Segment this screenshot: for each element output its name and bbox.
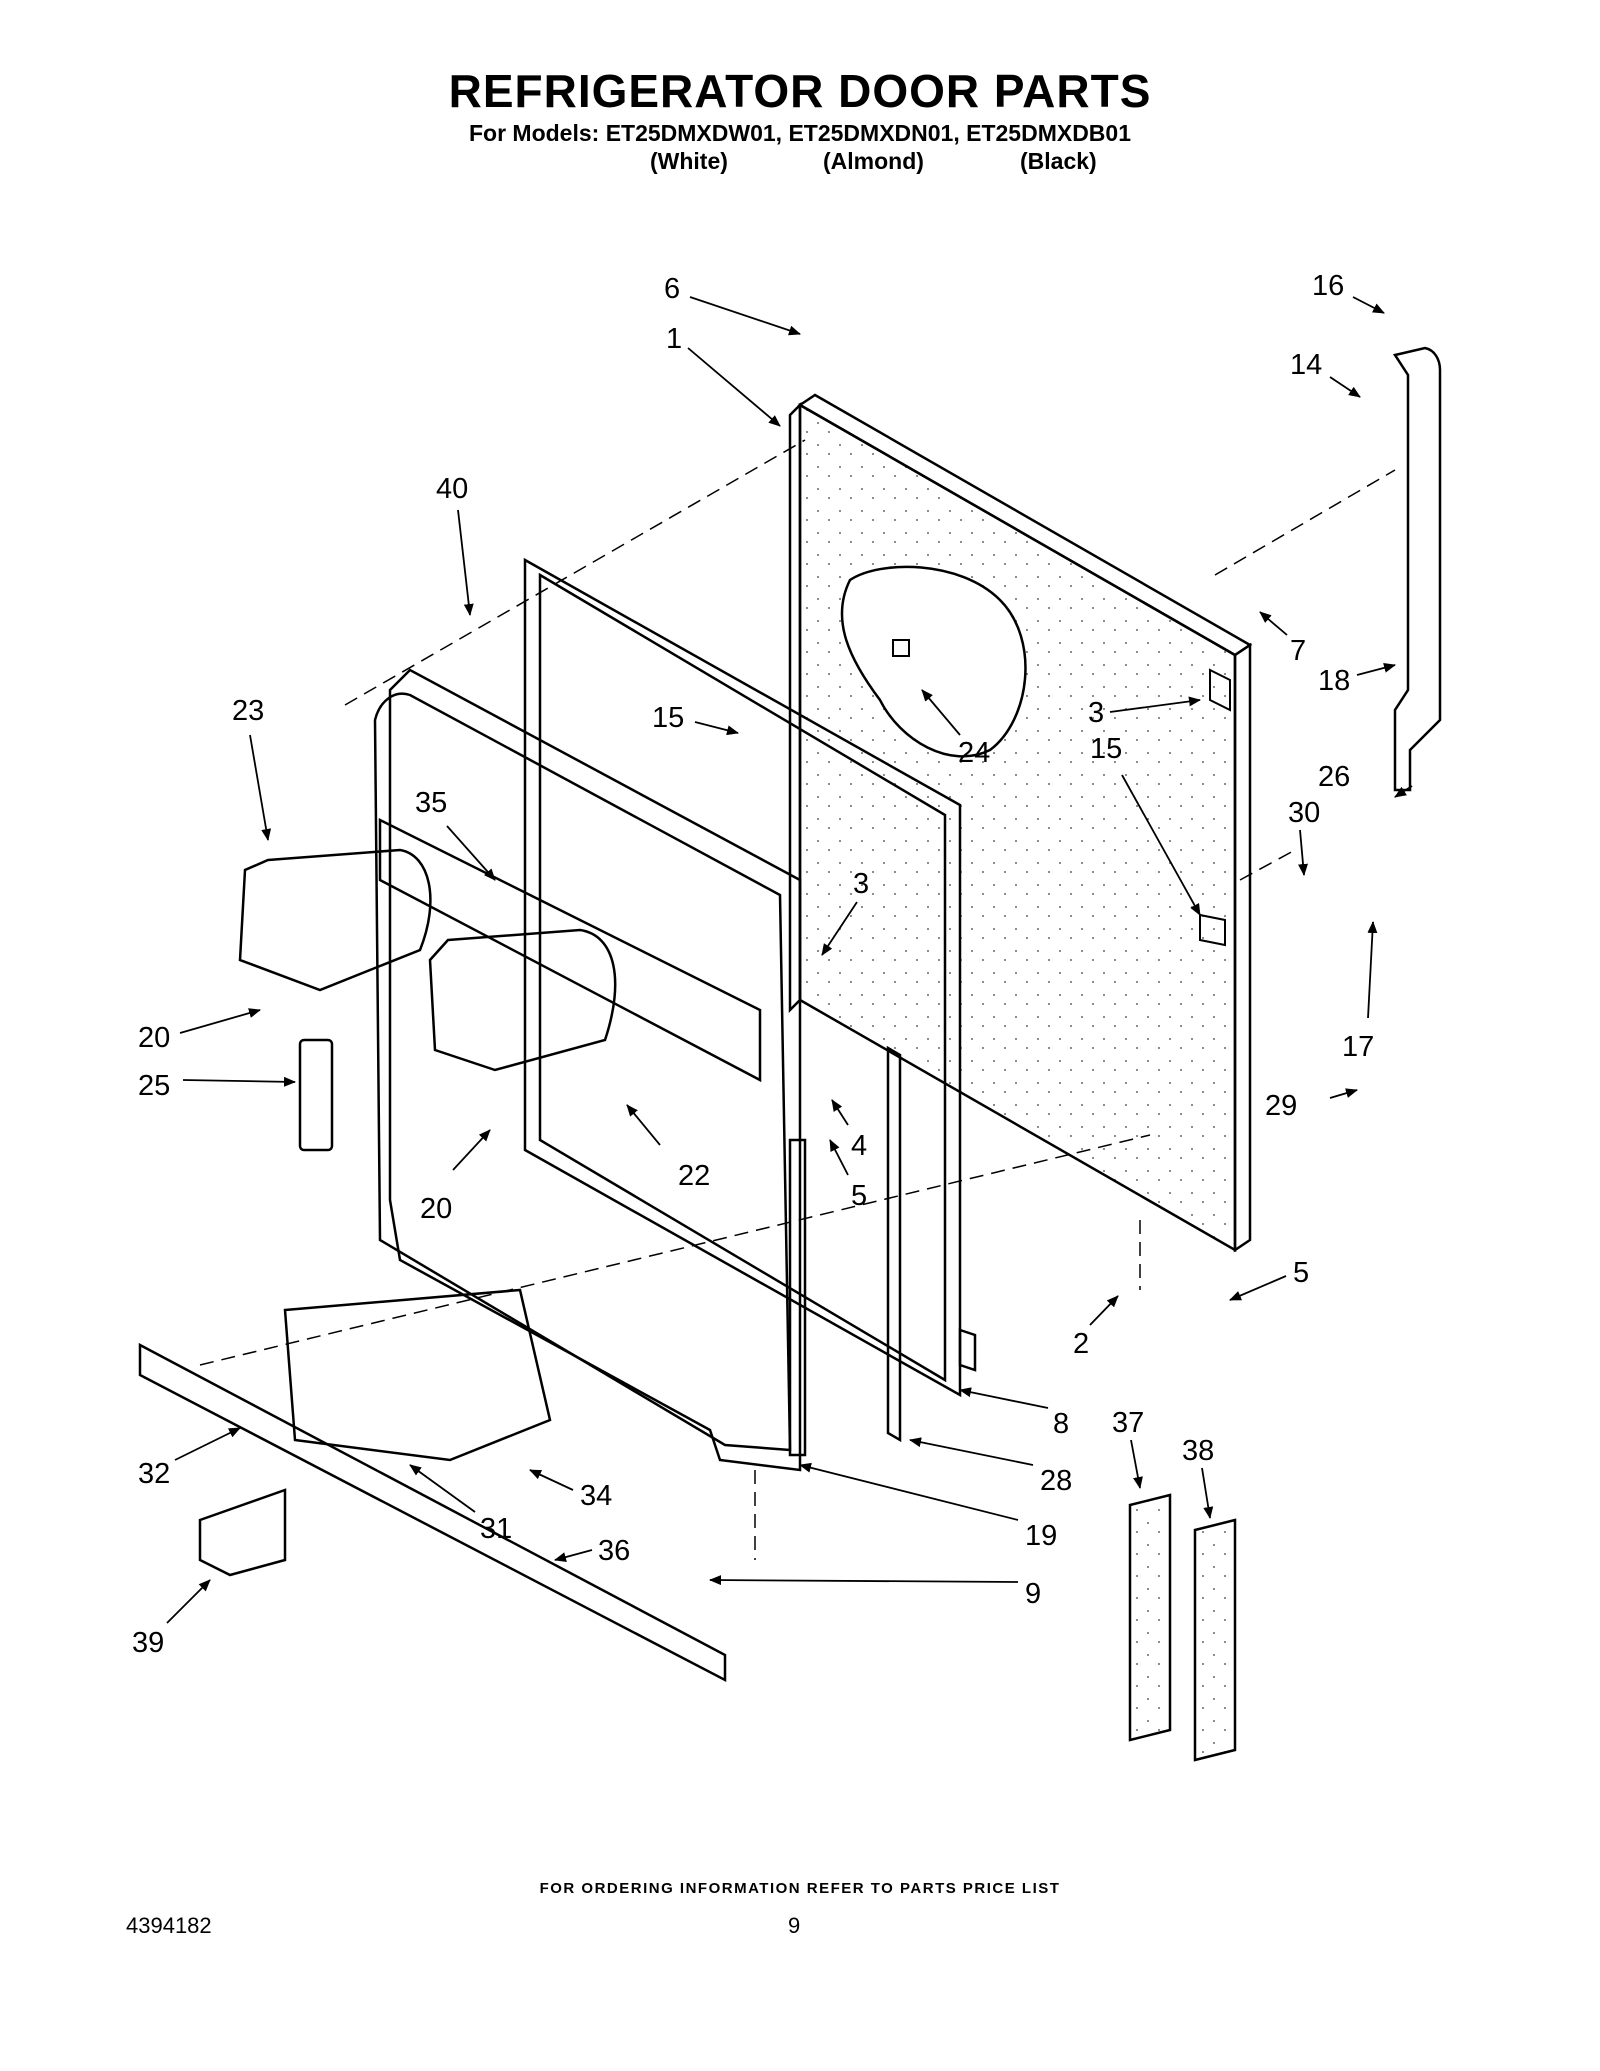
callout-28: 28: [1040, 1465, 1072, 1497]
page-number: 9: [788, 1913, 801, 1938]
callout-30: 30: [1288, 797, 1320, 829]
callout-2: 2: [1073, 1328, 1089, 1360]
callout-3-center: 3: [853, 868, 869, 900]
foam-pads: [1128, 1493, 1237, 1762]
inner-door-liner: [373, 668, 802, 1472]
callout-25: 25: [138, 1070, 170, 1102]
callout-36: 36: [598, 1535, 630, 1567]
callout-5-right: 5: [1293, 1257, 1309, 1289]
callout-15-right: 15: [1090, 733, 1122, 765]
page-title: REFRIGERATOR DOOR PARTS: [448, 65, 1152, 117]
callout-38: 38: [1182, 1435, 1214, 1467]
callout-34: 34: [580, 1480, 612, 1512]
callout-3: 3: [1088, 697, 1104, 729]
color-label-black: (Black): [1020, 148, 1097, 174]
callout-numbers: 6 1 16 14 40 7 18 23 15 24 3 15 26 30 35…: [132, 270, 1374, 1659]
callout-4: 4: [851, 1130, 867, 1162]
callout-20: 20: [138, 1022, 170, 1054]
callout-24: 24: [958, 737, 990, 769]
callout-7: 7: [1290, 635, 1306, 667]
callout-6: 6: [664, 273, 680, 305]
callout-8: 8: [1053, 1408, 1069, 1440]
models-line: For Models: ET25DMXDW01, ET25DMXDN01, ET…: [468, 120, 1132, 146]
callout-14: 14: [1290, 349, 1322, 381]
callout-40: 40: [436, 473, 468, 505]
callout-35: 35: [415, 787, 447, 819]
door-shelves: [138, 848, 977, 1683]
callout-16: 16: [1312, 270, 1344, 302]
callout-22: 22: [678, 1160, 710, 1192]
callout-5: 5: [851, 1180, 867, 1212]
outer-door-panel: [788, 393, 1253, 1253]
callout-15: 15: [652, 702, 684, 734]
door-handle: [1392, 346, 1442, 792]
assembly-lines: [199, 439, 1396, 1560]
color-label-white: (White): [650, 148, 728, 174]
color-label-almond: (Almond): [823, 148, 924, 174]
callout-1: 1: [666, 323, 682, 355]
callout-20-center: 20: [420, 1193, 452, 1225]
document-number: 4394182: [126, 1913, 212, 1938]
callout-19: 19: [1025, 1520, 1057, 1552]
callout-9: 9: [1025, 1578, 1041, 1610]
ordering-note: FOR ORDERING INFORMATION REFER TO PARTS …: [539, 1880, 1061, 1897]
callout-17: 17: [1342, 1031, 1374, 1063]
callout-37: 37: [1112, 1407, 1144, 1439]
callout-23: 23: [232, 695, 264, 727]
callout-32: 32: [138, 1458, 170, 1490]
callout-31: 31: [480, 1513, 512, 1545]
callout-18: 18: [1318, 665, 1350, 697]
callout-39: 39: [132, 1627, 164, 1659]
callout-26: 26: [1318, 761, 1350, 793]
callout-leaders: [166, 296, 1413, 1624]
callout-29: 29: [1265, 1090, 1297, 1122]
breaker-strips: [788, 1045, 902, 1457]
